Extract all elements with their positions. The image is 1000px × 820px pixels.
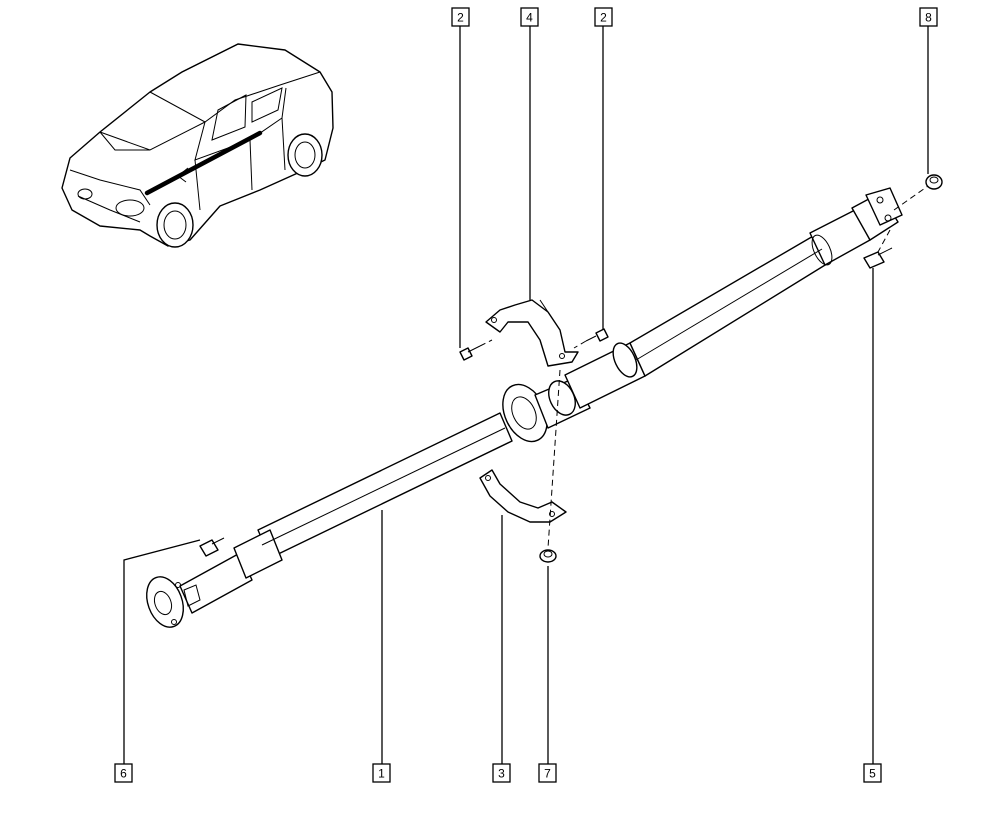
callout-label: 4 xyxy=(526,11,533,25)
callout-2-left: 2 xyxy=(451,7,470,27)
leader-6 xyxy=(123,539,201,764)
callout-label: 5 xyxy=(869,767,876,781)
lower-support-bracket xyxy=(479,469,567,523)
callout-3: 3 xyxy=(492,763,511,783)
nut-rear xyxy=(925,174,943,190)
callout-label: 6 xyxy=(120,767,127,781)
callout-7: 7 xyxy=(538,763,557,783)
callout-label: 7 xyxy=(544,767,551,781)
callout-label: 8 xyxy=(925,11,932,25)
callout-1: 1 xyxy=(372,763,391,783)
bolt-rear xyxy=(863,247,893,269)
upper-support-bracket xyxy=(485,299,579,367)
callout-5: 5 xyxy=(863,763,882,783)
callout-label: 1 xyxy=(378,767,385,781)
vehicle-locator-illustration xyxy=(61,43,334,248)
bolt-front xyxy=(199,537,225,557)
callout-8: 8 xyxy=(919,7,938,27)
callout-label: 3 xyxy=(498,767,505,781)
propeller-shaft xyxy=(146,187,903,628)
callout-2-right: 2 xyxy=(594,7,613,27)
bolt-right xyxy=(585,328,609,342)
callout-label: 2 xyxy=(457,11,464,25)
callout-label: 2 xyxy=(600,11,607,25)
bolt-left xyxy=(459,345,481,361)
callout-6: 6 xyxy=(114,763,133,783)
propshaft-location-highlight xyxy=(144,130,263,196)
callout-4: 4 xyxy=(520,7,539,27)
nut-center xyxy=(539,549,557,563)
